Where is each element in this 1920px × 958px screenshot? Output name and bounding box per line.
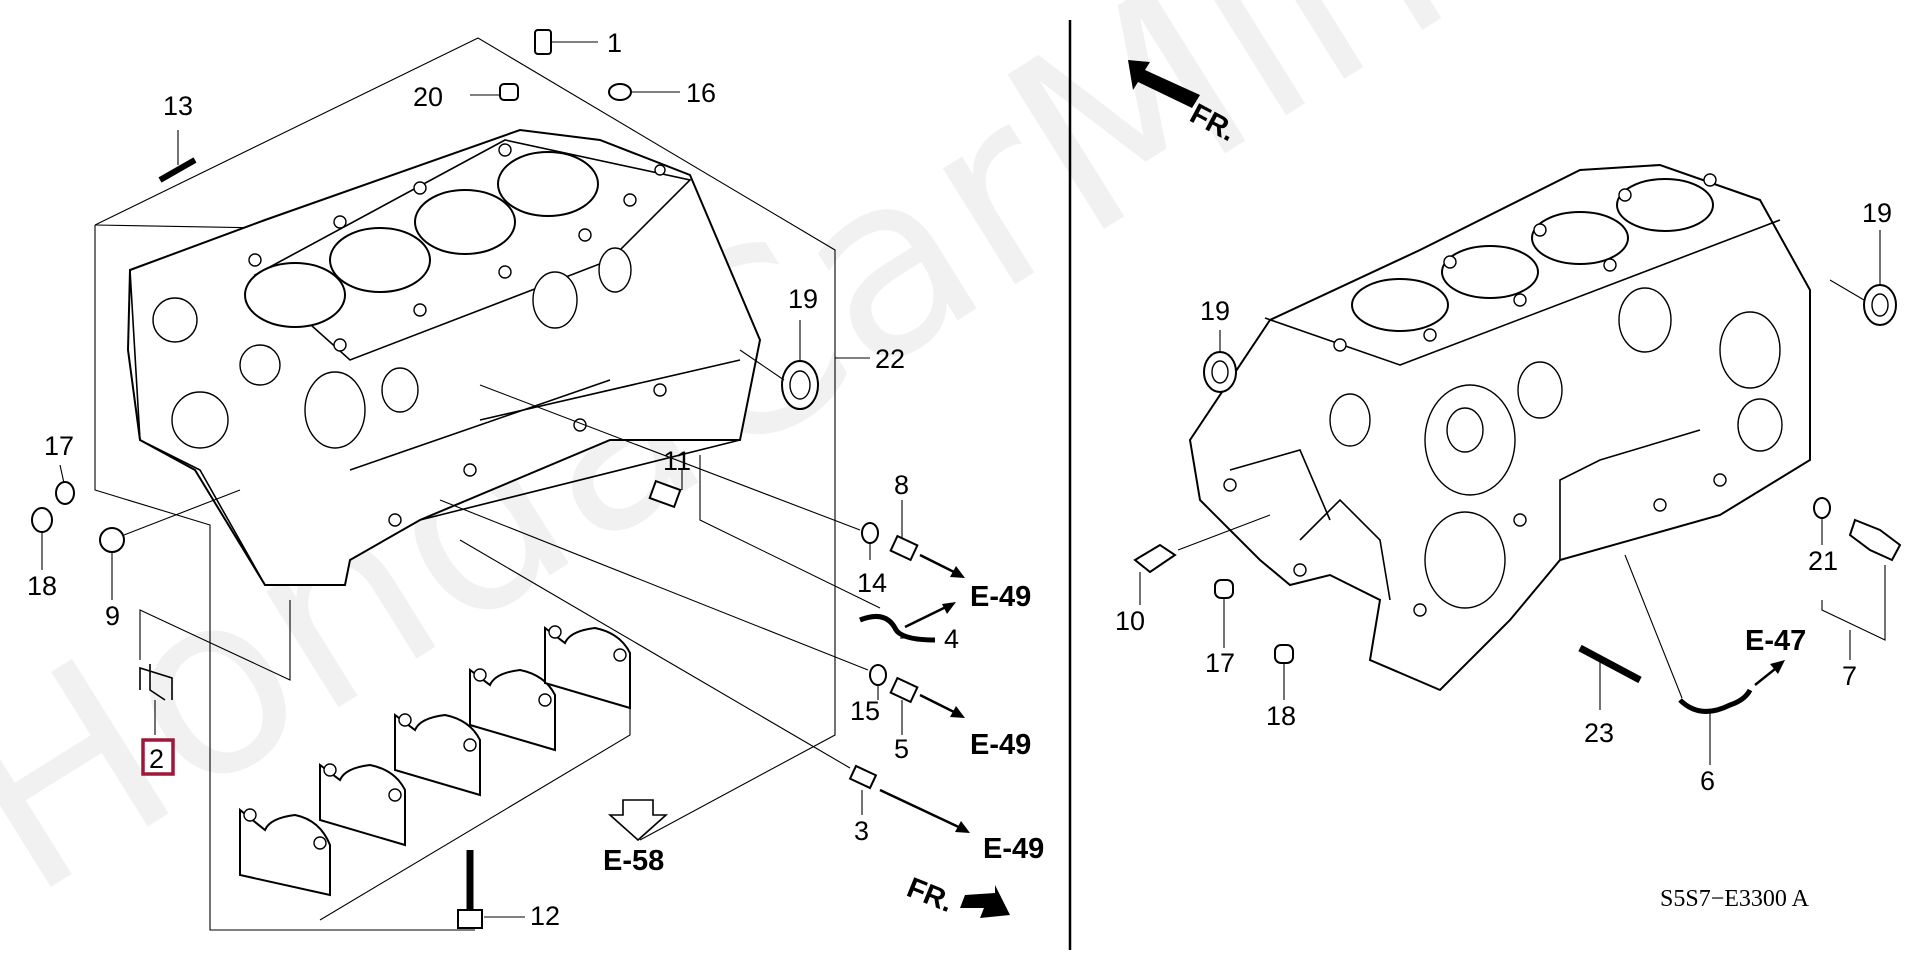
parts-5-15 xyxy=(439,499,919,735)
part-13 xyxy=(158,130,197,183)
parts-17-18-right xyxy=(1214,579,1294,700)
part-23 xyxy=(1578,644,1642,710)
part-10 xyxy=(1133,514,1271,605)
part-4 xyxy=(859,613,936,643)
callout-19-left: 19 xyxy=(788,284,818,314)
parts-8-14 xyxy=(479,384,919,562)
ref-arrows-left xyxy=(607,553,970,842)
cylinder-bore-1 xyxy=(244,262,346,328)
callout-18-left: 18 xyxy=(27,571,57,601)
ref-e58: E-58 xyxy=(603,845,664,877)
part-11 xyxy=(648,455,881,609)
part-19-right-b xyxy=(1829,230,1897,326)
cylinder-block xyxy=(126,128,762,586)
part-9 xyxy=(99,489,241,600)
callout-2: 2 xyxy=(149,744,164,774)
diagram-code: S5S7−E3300 A xyxy=(1660,886,1810,912)
callout-13: 13 xyxy=(163,91,193,121)
callout-8: 8 xyxy=(894,470,909,500)
callout-11: 11 xyxy=(663,446,691,476)
part-3 xyxy=(459,539,878,815)
callout-21: 21 xyxy=(1808,546,1838,576)
part-19-left xyxy=(739,320,819,410)
parts-17-18-left xyxy=(31,464,75,570)
callout-17-right: 17 xyxy=(1205,648,1235,678)
ref-e49-upper: E-49 xyxy=(970,581,1031,613)
callout-19-right-b: 19 xyxy=(1862,198,1892,228)
callout-18-right: 18 xyxy=(1266,701,1296,731)
section-refs: E-49 E-49 E-49 E-58 E-47 xyxy=(603,581,1806,877)
fr-label-bottom: FR. xyxy=(902,872,957,919)
right-block-assembly: FR. xyxy=(1128,60,1902,765)
callout-16: 16 xyxy=(686,78,716,108)
callout-19-right-a: 19 xyxy=(1200,296,1230,326)
callout-1: 1 xyxy=(607,28,622,58)
callout-4: 4 xyxy=(944,624,959,654)
ref-e49-lower: E-49 xyxy=(983,833,1044,865)
cylinder-bore-3 xyxy=(414,189,516,255)
callout-5: 5 xyxy=(894,734,909,764)
cylinder-bore-2 xyxy=(329,227,431,293)
assembly-frame xyxy=(94,225,475,931)
callout-6: 6 xyxy=(1700,766,1715,796)
callout-20: 20 xyxy=(413,82,443,112)
bearing-caps xyxy=(239,625,631,921)
part-1 xyxy=(534,29,598,55)
assembly-frame-top xyxy=(94,37,836,841)
callout-17-left: 17 xyxy=(44,431,74,461)
callout-10: 10 xyxy=(1115,606,1145,636)
callout-12: 12 xyxy=(530,901,560,931)
callout-7: 7 xyxy=(1842,661,1857,691)
part-6 xyxy=(1624,554,1785,765)
callouts: 1 2 3 4 5 6 7 8 9 10 11 12 13 14 15 16 1… xyxy=(27,28,1892,931)
callout-9: 9 xyxy=(105,601,120,631)
part-2 xyxy=(139,600,291,735)
callout-15: 15 xyxy=(850,696,880,726)
callout-23: 23 xyxy=(1584,718,1614,748)
callout-22: 22 xyxy=(875,344,905,374)
part-16 xyxy=(608,83,680,101)
callout-2-highlight xyxy=(141,738,175,776)
callout-3: 3 xyxy=(854,816,869,846)
part-19-right-a xyxy=(1203,330,1237,393)
callout-14: 14 xyxy=(857,568,887,598)
bolt-12 xyxy=(457,850,525,929)
part-20 xyxy=(470,83,519,101)
fr-arrow-bottom: FR. xyxy=(902,872,1010,919)
left-block-assembly: FR. xyxy=(31,29,1010,931)
e58-arrow xyxy=(607,799,669,842)
ref-e47: E-47 xyxy=(1745,625,1806,657)
ref-e49-middle: E-49 xyxy=(970,729,1031,761)
parts-21-7 xyxy=(1813,497,1902,660)
cylinder-bore-4 xyxy=(497,151,599,217)
